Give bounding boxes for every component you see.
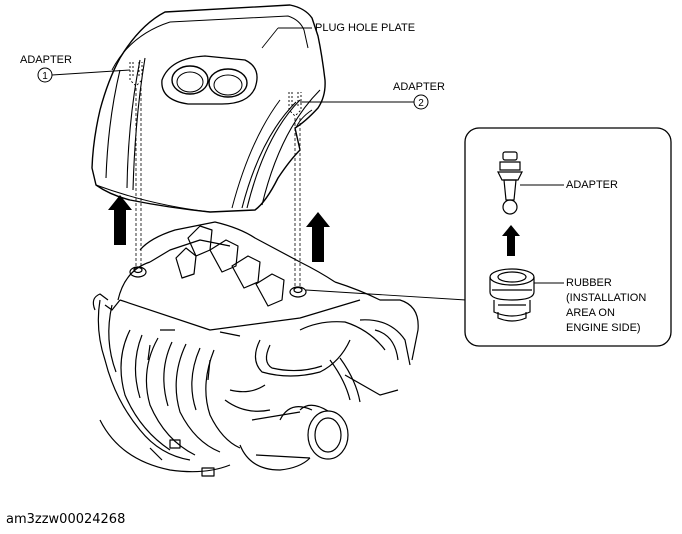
hidden-adapters xyxy=(129,62,302,117)
rubber-detail xyxy=(489,268,535,322)
arrow-up-icon xyxy=(108,195,330,262)
callout-2: 2 xyxy=(413,94,429,110)
callout-1-number: 1 xyxy=(42,71,48,82)
label-adapter-2: ADAPTER xyxy=(393,81,445,93)
arrow-up-icon xyxy=(502,225,520,256)
label-rubber-4: ENGINE SIDE) xyxy=(566,322,641,334)
leader-lines xyxy=(51,27,414,103)
callout-1: 1 xyxy=(37,67,53,83)
label-plug-hole-plate: PLUG HOLE PLATE xyxy=(315,22,415,34)
figure-id: am3zzw00024268 xyxy=(6,512,126,527)
adapter-detail xyxy=(497,151,523,215)
detail-leader xyxy=(305,289,467,301)
label-rubber-3: AREA ON xyxy=(566,307,615,319)
label-rubber-1: RUBBER xyxy=(566,277,612,289)
engine-assembly xyxy=(92,221,419,477)
callout-2-number: 2 xyxy=(418,98,424,109)
label-rubber-2: (INSTALLATION xyxy=(566,292,646,304)
alignment-lines xyxy=(135,88,301,286)
label-adapter-1: ADAPTER xyxy=(20,54,72,66)
detail-box: ADAPTER RUBBER (INSTALLATION AREA ON ENG… xyxy=(464,127,672,347)
label-detail-adapter: ADAPTER xyxy=(566,179,618,191)
plug-hole-plate xyxy=(91,4,326,213)
